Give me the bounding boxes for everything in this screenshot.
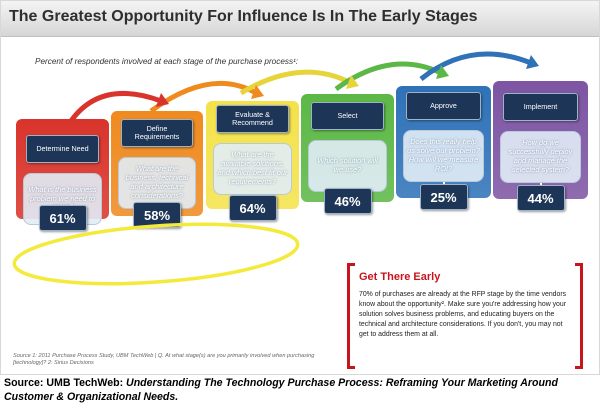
stage-label: Approve xyxy=(406,92,481,120)
slide-subtitle: Percent of respondents involved at each … xyxy=(35,57,299,66)
stage-label: Define Requirements xyxy=(121,119,193,147)
arrowhead-4 xyxy=(436,65,449,79)
footer-prefix: Source: UMB TechWeb: xyxy=(4,377,127,389)
stage-question: How do we successfully deploy and manage… xyxy=(500,131,581,183)
stage-question: Which solution will we use? xyxy=(308,140,387,192)
stage-percent: 64% xyxy=(228,195,277,221)
callout-bracket-right xyxy=(575,263,583,369)
stage-question: What are the business, technical and arc… xyxy=(118,157,196,209)
arrowhead-3 xyxy=(346,75,359,89)
stage-percent: 58% xyxy=(133,202,181,228)
arrowhead-1 xyxy=(156,93,169,107)
callout-body: 70% of purchases are already at the RFP … xyxy=(359,291,567,338)
stage-label: Determine Need xyxy=(26,135,99,163)
get-there-early-callout: Get There Early 70% of purchases are alr… xyxy=(347,263,583,369)
stage-label: Implement xyxy=(503,93,578,121)
stage-percent: 46% xyxy=(323,188,372,214)
arrow-1 xyxy=(68,90,162,123)
callout-bracket-left xyxy=(347,263,355,369)
arrowhead-2 xyxy=(251,85,264,99)
stage-question: Does this really help us solve our probl… xyxy=(403,130,484,182)
arrow-4 xyxy=(334,61,443,92)
stage-label: Select xyxy=(311,102,384,130)
slide-title: The Greatest Opportunity For Influence I… xyxy=(9,8,478,25)
footer-citation: Source: UMB TechWeb: Understanding The T… xyxy=(4,377,598,405)
stage-arrows xyxy=(68,51,539,123)
stage-percent: 61% xyxy=(38,205,87,231)
callout-heading: Get There Early xyxy=(359,271,441,283)
arrowhead-5 xyxy=(526,55,539,69)
arrow-3 xyxy=(239,69,353,96)
stage-percent: 25% xyxy=(419,184,468,210)
footer-title: Understanding The Technology Purchase Pr… xyxy=(4,377,558,403)
source-note: Source 1: 2011 Purchase Process Study, U… xyxy=(13,353,315,367)
arrow-5 xyxy=(419,51,532,81)
title-bar: The Greatest Opportunity For Influence I… xyxy=(1,1,599,37)
stage-question: What are the available solutions, and wh… xyxy=(213,143,292,195)
stage-label: Evaluate & Recommend xyxy=(216,105,289,133)
slide: The Greatest Opportunity For Influence I… xyxy=(0,0,600,375)
stage-percent: 44% xyxy=(516,185,565,211)
